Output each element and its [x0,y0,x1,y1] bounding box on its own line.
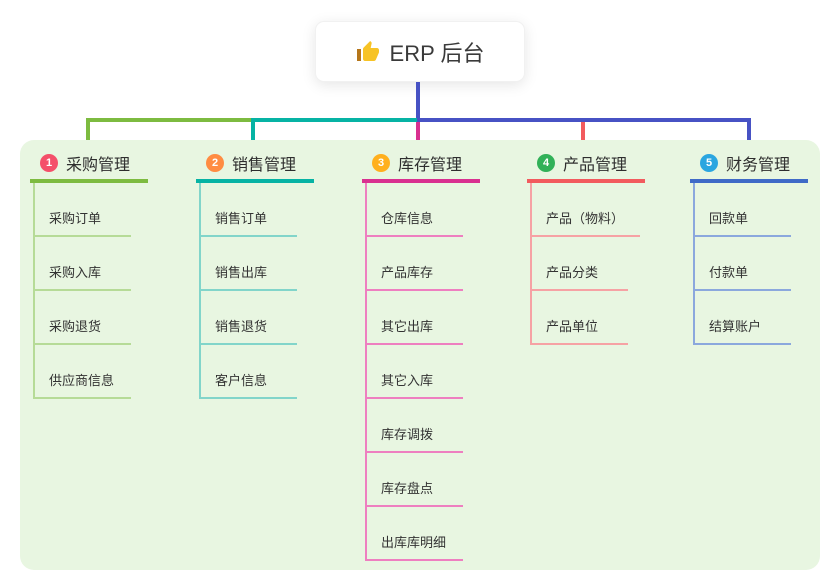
branch-product-head[interactable]: 4 产品管理 [527,146,645,179]
connector-drop-inventory [416,122,420,150]
child-label: 采购订单 [49,211,102,226]
branch-sales: 2 销售管理 销售订单 销售出库 销售退货 客户信息 [196,146,314,399]
branch-children: 产品（物料） 产品分类 产品单位 [530,183,645,345]
branch-purchase-head[interactable]: 1 采购管理 [30,146,148,179]
child-node[interactable]: 采购退货 [35,291,131,345]
child-node[interactable]: 采购订单 [35,183,131,237]
branch-underline [196,179,314,183]
branch-label: 产品管理 [563,156,628,174]
child-label: 结算账户 [709,319,762,334]
child-label: 其它出库 [381,319,434,334]
connector-drop-finance [747,118,751,150]
branch-product: 4 产品管理 产品（物料） 产品分类 产品单位 [527,146,645,345]
child-label: 采购入库 [49,265,102,280]
connector-root-stem [416,82,420,122]
child-label: 客户信息 [215,373,268,388]
child-label: 出库库明细 [381,535,447,550]
child-node[interactable]: 库存调拨 [367,399,463,453]
branch-sales-head[interactable]: 2 销售管理 [196,146,314,179]
branch-inventory-head[interactable]: 3 库存管理 [362,146,480,179]
child-node[interactable]: 库存盘点 [367,453,463,507]
branch-children: 销售订单 销售出库 销售退货 客户信息 [199,183,314,399]
child-node[interactable]: 仓库信息 [367,183,463,237]
child-label: 产品分类 [546,265,599,280]
child-node[interactable]: 结算账户 [695,291,791,345]
child-label: 库存盘点 [381,481,434,496]
connector-drop-sales [251,118,255,150]
root-node[interactable]: ERP 后台 [315,21,525,82]
child-label: 销售退货 [215,319,268,334]
branch-number-badge: 1 [40,153,58,172]
root-label: ERP 后台 [389,40,485,66]
branch-number-badge: 3 [372,153,390,172]
child-node[interactable]: 销售订单 [201,183,297,237]
child-node[interactable]: 产品单位 [532,291,628,345]
connector-bus-purchase [86,118,255,122]
child-node[interactable]: 其它出库 [367,291,463,345]
branch-children: 回款单 付款单 结算账户 [693,183,808,345]
branch-purchase: 1 采购管理 采购订单 采购入库 采购退货 供应商信息 [30,146,148,399]
branch-number-badge: 5 [700,153,718,172]
branch-underline [30,179,148,183]
child-label: 其它入库 [381,373,434,388]
child-label: 产品（物料） [546,211,625,226]
child-node[interactable]: 出库库明细 [367,507,463,561]
child-node[interactable]: 付款单 [695,237,791,291]
child-label: 回款单 [709,211,749,226]
child-node[interactable]: 销售退货 [201,291,297,345]
branch-underline [527,179,645,183]
child-node[interactable]: 其它入库 [367,345,463,399]
branch-label: 财务管理 [726,156,791,174]
child-label: 库存调拨 [381,427,434,442]
child-label: 仓库信息 [381,211,434,226]
child-label: 供应商信息 [49,373,115,388]
child-label: 销售订单 [215,211,268,226]
child-node[interactable]: 供应商信息 [35,345,131,399]
branch-label: 库存管理 [398,156,463,174]
child-label: 销售出库 [215,265,268,280]
branch-underline [362,179,480,183]
thumbs-up-icon [356,40,380,64]
branch-label: 采购管理 [66,156,131,174]
branch-number-badge: 4 [537,153,555,172]
child-node[interactable]: 客户信息 [201,345,297,399]
branch-finance: 5 财务管理 回款单 付款单 结算账户 [690,146,808,345]
branch-label: 销售管理 [232,156,297,174]
connector-bus-sales [251,118,417,122]
branch-underline [690,179,808,183]
child-label: 产品库存 [381,265,434,280]
child-node[interactable]: 销售出库 [201,237,297,291]
mindmap-panel [20,140,820,570]
branch-number-badge: 2 [206,153,224,172]
child-label: 采购退货 [49,319,102,334]
connector-bus-finance [417,118,751,122]
child-node[interactable]: 产品（物料） [532,183,641,237]
branch-children: 仓库信息 产品库存 其它出库 其它入库 库存调拨 库存盘点 出库库明细 [365,183,480,561]
branch-children: 采购订单 采购入库 采购退货 供应商信息 [33,183,148,399]
child-node[interactable]: 回款单 [695,183,791,237]
connector-drop-purchase [86,118,90,150]
child-label: 付款单 [709,265,749,280]
child-node[interactable]: 采购入库 [35,237,131,291]
connector-drop-product [581,122,585,148]
child-node[interactable]: 产品库存 [367,237,463,291]
child-node[interactable]: 产品分类 [532,237,628,291]
child-label: 产品单位 [546,319,599,334]
branch-finance-head[interactable]: 5 财务管理 [690,146,808,179]
branch-inventory: 3 库存管理 仓库信息 产品库存 其它出库 其它入库 库存调拨 库存盘点 出库库… [362,146,480,561]
